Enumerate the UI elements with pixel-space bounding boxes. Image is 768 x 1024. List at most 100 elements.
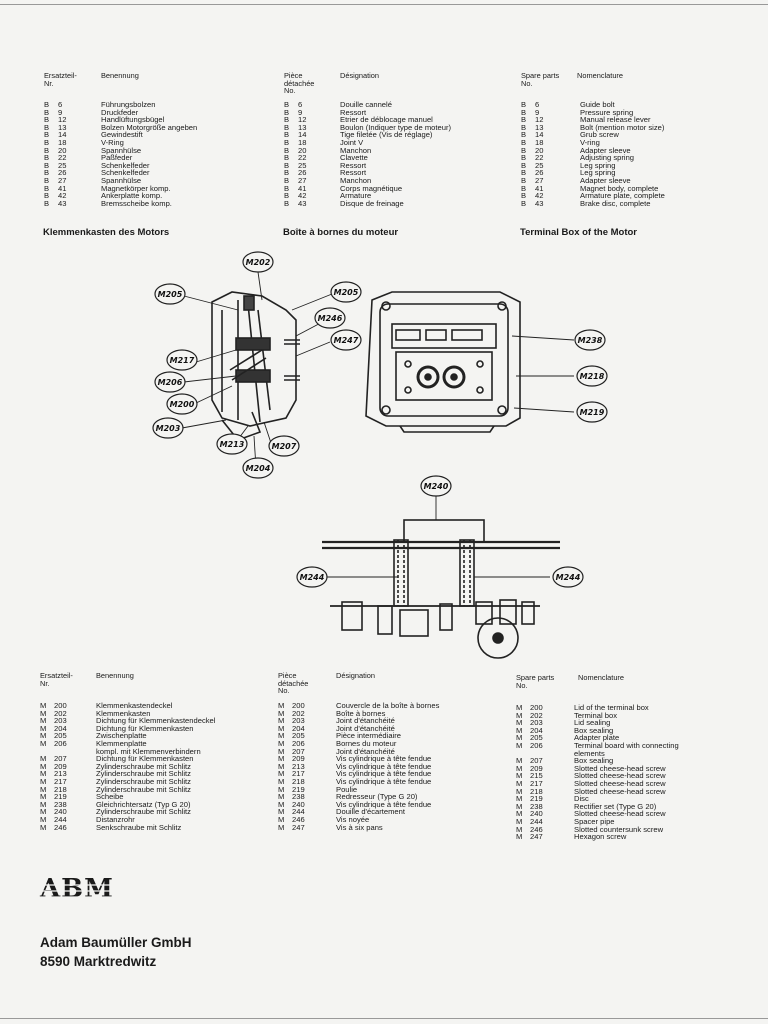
- bottom-de-name-header: Benennung: [96, 671, 134, 680]
- part-name-fr: Douille d'écartement: [336, 807, 405, 817]
- callout-m200: M200: [170, 400, 195, 409]
- company-name: Adam Baumüller GmbH: [40, 935, 192, 950]
- part-letter: M: [40, 807, 47, 817]
- part-name-de: Dichtung für Klemmenkasten: [96, 723, 194, 733]
- part-number: 207: [292, 746, 305, 756]
- part-number: 18: [58, 137, 67, 147]
- part-letter: M: [278, 754, 285, 764]
- part-letter: B: [44, 168, 50, 178]
- part-name-de: Schenkelfeder: [101, 168, 150, 178]
- header-text: No.: [521, 78, 533, 88]
- part-name-de: Zylinderschraube mit Schlitz: [96, 776, 191, 786]
- part-letter: B: [521, 175, 527, 185]
- part-number: 41: [298, 183, 307, 193]
- part-letter: M: [278, 716, 285, 726]
- part-name-de: Dichtung für Klemmenkastendeckel: [96, 716, 216, 726]
- part-number: 27: [535, 175, 544, 185]
- part-name-fr: Clavette: [340, 153, 368, 163]
- part-letter: M: [516, 786, 523, 796]
- part-number: 13: [535, 122, 544, 132]
- part-number: 200: [54, 701, 67, 710]
- part-name-de: Dichtung für Klemmenkasten: [96, 754, 194, 764]
- part-number: 217: [530, 778, 543, 788]
- part-letter: M: [278, 822, 285, 832]
- bottom-rule: [0, 1018, 768, 1019]
- part-number: 240: [530, 809, 543, 819]
- part-letter: M: [40, 716, 47, 726]
- part-number: 13: [298, 122, 307, 132]
- top-de-header: Ersatzteil- Nr.: [44, 72, 77, 87]
- part-letter: B: [44, 100, 50, 109]
- part-letter: M: [516, 718, 523, 728]
- bottom-en-name-header: Nomenclature: [578, 673, 625, 682]
- part-letter: B: [521, 198, 527, 208]
- header-text: No.: [284, 86, 296, 96]
- part-letter: M: [40, 723, 47, 733]
- part-name-fr: Bornes du moteur: [336, 738, 397, 748]
- part-letter: M: [516, 778, 523, 788]
- front-view-box: [365, 291, 521, 433]
- part-name-fr: Vis cylindrique à tête fendue: [336, 769, 432, 779]
- part-number: 202: [292, 708, 305, 718]
- part-name-en: Magnet body, complete: [580, 183, 659, 193]
- part-number: 20: [58, 145, 67, 155]
- header-text: No.: [516, 680, 528, 690]
- top-de-name-header: Benennung: [101, 71, 139, 80]
- part-letter: M: [40, 731, 47, 741]
- part-name-fr: Vis cylindrique à tête fendue: [336, 799, 432, 809]
- part-name-de: Zylinderschraube mit Schlitz: [96, 769, 191, 779]
- part-name-de: Spannhülse: [101, 145, 142, 155]
- part-name-en: Disc: [574, 794, 589, 804]
- part-name-en: Slotted cheese-head screw: [574, 771, 666, 781]
- part-number: 18: [535, 137, 544, 147]
- header-text: Spare parts: [516, 673, 555, 682]
- part-number: 206: [292, 738, 305, 748]
- part-number: 25: [58, 160, 67, 170]
- part-name-fr: Ressort: [340, 168, 367, 178]
- part-name-de: Bolzen Motorgröße angeben: [101, 122, 198, 132]
- part-name-de: Klemmenkastendeckel: [96, 701, 173, 710]
- part-letter: M: [516, 771, 523, 781]
- part-name-en: Hexagon screw: [574, 832, 627, 842]
- part-number: 22: [535, 153, 544, 163]
- part-letter: B: [284, 175, 290, 185]
- part-letter: M: [40, 792, 47, 802]
- part-number: 18: [298, 137, 307, 147]
- part-name-fr: Armature: [340, 191, 372, 201]
- abm-logo: ABM: [40, 874, 114, 904]
- part-letter: M: [516, 816, 523, 826]
- part-letter: M: [516, 725, 523, 735]
- part-name-en: Adapter sleeve: [580, 145, 631, 155]
- part-number: 247: [530, 832, 543, 842]
- callout-m203: M203: [156, 424, 181, 433]
- part-name-de: kompl. mit Klemmenverbindern: [96, 746, 201, 756]
- part-number: 218: [530, 786, 543, 796]
- callout-m204: M204: [246, 464, 271, 473]
- part-number: 206: [530, 740, 543, 750]
- bottom-fr-name-header: Désignation: [336, 671, 376, 680]
- part-name-de: Klemmenkasten: [96, 708, 151, 718]
- part-name-en: Lid of the terminal box: [574, 703, 649, 712]
- part-name-fr: Joint d'étanchéité: [336, 746, 395, 756]
